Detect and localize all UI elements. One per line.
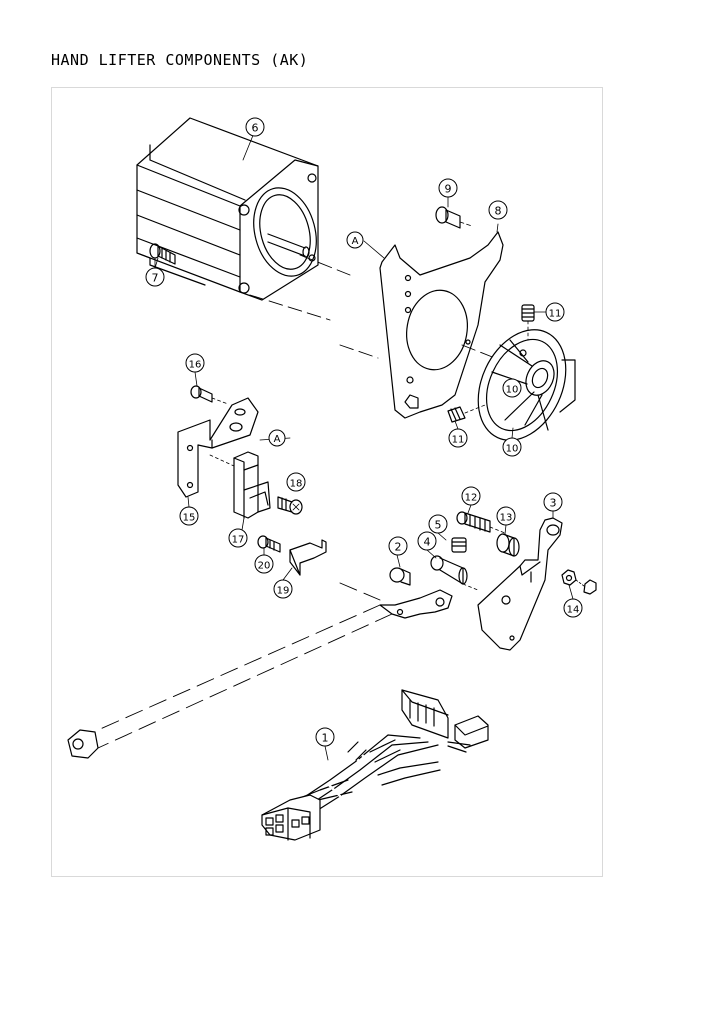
callout-11-bottom: 11 [448, 428, 468, 448]
svg-text:11: 11 [549, 309, 562, 320]
svg-text:9: 9 [445, 183, 452, 196]
callout-9: 9 [438, 178, 458, 198]
link-arm [379, 589, 453, 619]
sensor-clip [289, 539, 327, 576]
svg-text:15: 15 [183, 513, 196, 524]
shoulder-bolt-2 [389, 554, 411, 586]
svg-text:19: 19 [277, 586, 290, 597]
svg-text:11: 11 [452, 435, 465, 446]
svg-text:1: 1 [322, 732, 329, 745]
diagram-frame [51, 87, 603, 877]
nut-14 [561, 569, 597, 595]
collar-13 [496, 533, 520, 557]
svg-text:6: 6 [252, 122, 259, 135]
lifter-rod-phantom [97, 582, 393, 749]
set-screw-5 [451, 537, 467, 553]
callout-20: 20 [254, 554, 274, 574]
callout-1: 1 [315, 727, 335, 747]
svg-text:3: 3 [550, 497, 557, 510]
callout-19: 19 [273, 579, 293, 599]
svg-text:16: 16 [189, 360, 202, 371]
callout-6: 6 [245, 117, 265, 137]
svg-text:5: 5 [435, 519, 442, 532]
callout-12: 12 [461, 486, 481, 506]
screw-9 [435, 196, 473, 229]
svg-text:A: A [352, 236, 359, 247]
wire-harness [261, 689, 489, 841]
callout-4: 4 [417, 531, 437, 551]
svg-text:14: 14 [567, 605, 580, 616]
photo-sensor [209, 451, 271, 531]
svg-text:12: 12 [465, 493, 478, 504]
svg-text:17: 17 [232, 535, 245, 546]
callout-15: 15 [179, 506, 199, 526]
callout-3: 3 [543, 492, 563, 512]
callout-17: 17 [228, 528, 248, 548]
callout-A-top: A [346, 231, 364, 249]
svg-text:A: A [274, 434, 281, 445]
screw-12 [456, 511, 506, 534]
pulley-wheel [477, 329, 576, 441]
svg-text:2: 2 [395, 541, 402, 554]
set-screw-11-top [521, 304, 535, 341]
callout-14: 14 [563, 598, 583, 618]
svg-text:10: 10 [506, 444, 519, 455]
callout-10-center: 10 [502, 378, 522, 398]
callout-18: 18 [286, 472, 306, 492]
svg-text:7: 7 [152, 272, 159, 285]
callout-5: 5 [428, 514, 448, 534]
callouts: 6 7 9 8 A 11 10 11 10 16 A 18 15 17 12 3… [145, 117, 583, 747]
callout-7: 7 [145, 267, 165, 287]
pivot-pin-4 [430, 555, 479, 591]
svg-text:20: 20 [258, 561, 271, 572]
stepper-motor [136, 117, 319, 301]
svg-text:10: 10 [506, 385, 519, 396]
screw-18 [277, 496, 303, 515]
callout-13: 13 [496, 506, 516, 526]
page-title: HAND LIFTER COMPONENTS (AK) [51, 51, 309, 69]
callout-A-sensor: A [268, 429, 286, 447]
callout-2: 2 [388, 536, 408, 556]
svg-text:4: 4 [424, 536, 431, 549]
screw-20 [257, 535, 281, 553]
sensor-bracket [177, 397, 259, 498]
callout-11-top: 11 [545, 302, 565, 322]
lifter-lever [477, 517, 563, 651]
svg-text:13: 13 [500, 513, 513, 524]
svg-text:8: 8 [495, 205, 502, 218]
set-screw-11-bottom [447, 404, 486, 423]
screw-7 [149, 243, 176, 269]
callout-16: 16 [185, 353, 205, 373]
rod-end-eye [67, 729, 99, 759]
svg-text:18: 18 [290, 479, 303, 490]
leader-lines [154, 257, 574, 761]
callout-10-bottom: 10 [502, 437, 522, 457]
motor-bracket [379, 223, 504, 419]
screw-16 [190, 385, 229, 405]
callout-8: 8 [488, 200, 508, 220]
